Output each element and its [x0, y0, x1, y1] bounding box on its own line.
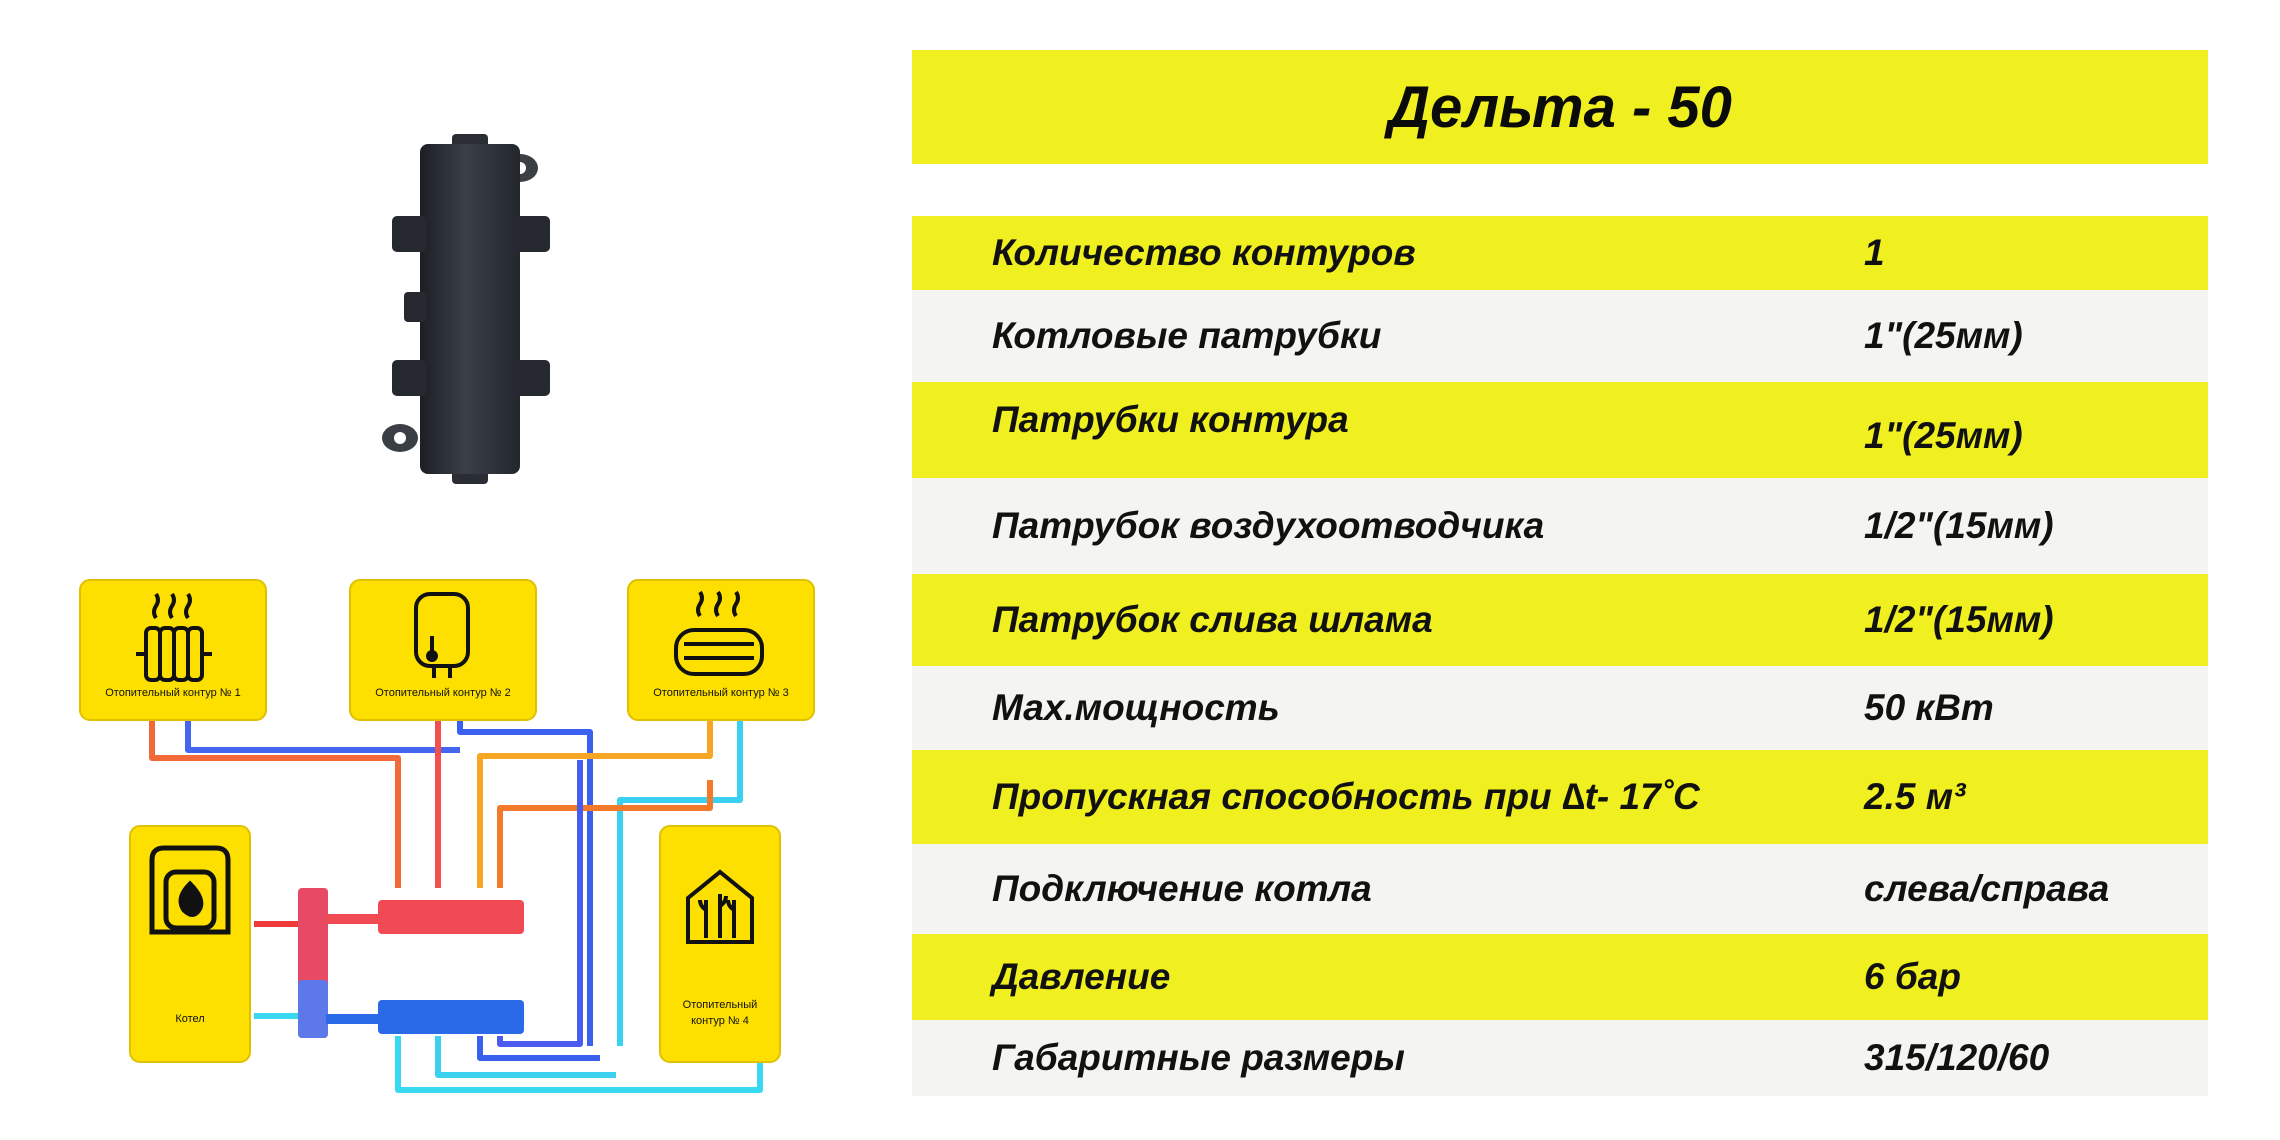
floor-heating-icon: [674, 590, 764, 676]
boiler-flame-icon: [149, 845, 231, 935]
spec-row: Патрубок воздухоотводчика 1/2"(15мм): [912, 478, 2208, 574]
heating-scheme-diagram: Отопительный контур № 1 Отопительный кон…: [60, 560, 840, 1120]
heating-circuit-1-card: Отопительный контур № 1: [79, 579, 267, 721]
spec-value: 1/2"(15мм): [1864, 505, 2054, 546]
spec-value: 315/120/60: [1864, 1037, 2050, 1078]
spec-value: 6 бар: [1864, 956, 1961, 997]
spec-row: Котловые патрубки 1"(25мм): [912, 290, 2208, 382]
spec-label: Давление: [992, 956, 1171, 997]
spec-value: 1"(25мм): [1864, 414, 2023, 456]
spec-label: Котловые патрубки: [992, 315, 1382, 356]
boiler-card: Котел: [129, 825, 251, 1063]
spec-row: Патрубок слива шлама 1/2"(15мм): [912, 574, 2208, 666]
spec-label: Патрубки контура: [992, 399, 1349, 441]
spec-label: Подключение котла: [992, 868, 1372, 909]
circuit-4-label-line2: контур № 4: [691, 1015, 749, 1027]
spec-row: Пропускная способность при ∆t- 17˚С 2.5 …: [912, 750, 2208, 844]
circuit-4-label-line1: Отопительный: [683, 999, 758, 1011]
hydraulic-separator-image: [330, 120, 630, 500]
spec-row: Давление 6 бар: [912, 934, 2208, 1020]
spec-label: Пропускная способность при ∆t- 17˚С: [992, 776, 1700, 817]
circuit-3-label: Отопительный контур № 3: [653, 687, 789, 699]
spec-row: Габаритные размеры 315/120/60: [912, 1020, 2208, 1096]
page-title: Дельта - 50: [1388, 74, 1732, 140]
greenhouse-icon: [686, 869, 754, 944]
spec-label: Габаритные размеры: [992, 1037, 1405, 1078]
spec-value: слева/справа: [1864, 868, 2110, 909]
spec-label: Количество контуров: [992, 232, 1416, 273]
spec-value: 1/2"(15мм): [1864, 599, 2054, 640]
circuit-2-label: Отопительный контур № 2: [375, 687, 511, 699]
spec-row: Мах.мощность 50 кВт: [912, 666, 2208, 750]
title-bar: Дельта - 50: [912, 50, 2208, 164]
spec-label: Патрубок слива шлама: [992, 599, 1433, 640]
spec-value: 1"(25мм): [1864, 315, 2023, 356]
spec-row: Патрубки контура 1"(25мм): [912, 382, 2208, 478]
water-heater-icon: [414, 592, 470, 678]
circuit-1-label: Отопительный контур № 1: [105, 687, 241, 699]
spec-value: 50 кВт: [1864, 687, 1994, 728]
heating-circuit-2-card: Отопительный контур № 2: [349, 579, 537, 721]
heating-circuit-4-card: Отопительный контур № 4: [659, 825, 781, 1063]
spec-value: 2.5 м³: [1864, 776, 1966, 817]
spec-value: 1: [1864, 232, 1885, 273]
spec-table: Количество контуров 1 Котловые патрубки …: [912, 216, 2208, 1096]
heating-circuit-3-card: Отопительный контур № 3: [627, 579, 815, 721]
spec-row: Подключение котла слева/справа: [912, 844, 2208, 934]
spec-row: Количество контуров 1: [912, 216, 2208, 290]
spec-label: Мах.мощность: [992, 687, 1280, 728]
spec-label: Патрубок воздухоотводчика: [992, 505, 1545, 546]
radiator-icon: [136, 592, 212, 682]
boiler-label: Котел: [175, 1013, 204, 1025]
